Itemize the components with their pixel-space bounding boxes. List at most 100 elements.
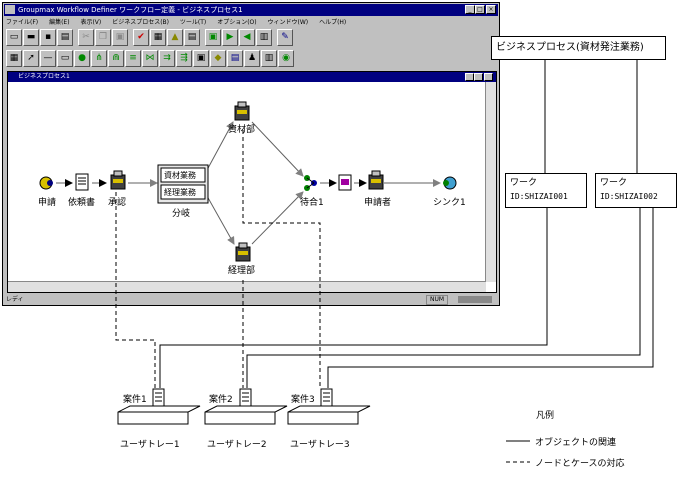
work1-callout: ワーク ID:SHIZAI001 (505, 173, 587, 208)
menu-file[interactable]: ファイル(F) (6, 19, 39, 26)
shinseisha-work-node-icon[interactable] (368, 170, 384, 190)
arrow-keiribu-machiai (251, 191, 304, 245)
arrow-shizaibu-machiai (251, 121, 304, 177)
menu-tools[interactable]: ツール(T) (179, 19, 207, 26)
bunki-branch-box[interactable] (157, 164, 209, 204)
child-window-title: ビジネスプロセス1 (18, 73, 70, 80)
shinsei-node-icon[interactable] (39, 176, 53, 190)
user-tray-shapes (117, 405, 371, 425)
user-tray-1-shape (117, 405, 201, 425)
node-label-iraisho: 依頼書 (68, 198, 96, 208)
report-icon[interactable]: ▤ (184, 29, 200, 46)
cut-icon[interactable]: ✂ (78, 29, 94, 46)
user-tray-3-shape (287, 405, 371, 425)
solid-case3-work2 (327, 208, 654, 388)
branch-node-icon[interactable]: ⋔ (91, 50, 107, 67)
status-indicator-icon (458, 296, 492, 303)
legend-solid-label: オブジェクトの関連 (535, 438, 617, 448)
menu-view[interactable]: 表示(V) (80, 19, 102, 26)
child-maximize-button[interactable] (474, 73, 483, 81)
menu-edit[interactable]: 編集(E) (49, 19, 70, 26)
child-minimize-button[interactable] (465, 73, 474, 81)
case3-document-icon[interactable] (320, 388, 333, 407)
work-node-icon[interactable]: ▣ (193, 50, 209, 67)
minimize-button[interactable]: _ (465, 5, 475, 14)
shonin-work-node-icon[interactable] (110, 170, 126, 190)
sub-route-icon[interactable]: ⇶ (176, 50, 192, 67)
node-label-shinsei: 申請 (38, 198, 57, 208)
pointer-icon[interactable]: ➚ (23, 50, 39, 67)
export-icon[interactable]: ▶ (222, 29, 238, 46)
legend-dashed-label: ノードとケースの対応 (535, 459, 625, 469)
report-document-icon[interactable] (338, 174, 352, 191)
window-title: Groupmax Workflow Definer ワークフロー定義 - ビジネ… (18, 6, 243, 14)
shizaibu-work-node-icon[interactable] (234, 101, 250, 121)
work1-title: ワーク (510, 178, 538, 188)
document-node-icon[interactable]: ▤ (227, 50, 243, 67)
merge-node-icon[interactable]: ⋈ (142, 50, 158, 67)
check-icon[interactable]: ✔ (133, 29, 149, 46)
parallel-node-icon[interactable]: ≡ (125, 50, 141, 67)
solid-case2-work2 (246, 208, 641, 388)
window-title-bar: Groupmax Workflow Definer ワークフロー定義 - ビジネ… (4, 4, 498, 16)
status-bar: レディ NUM (6, 295, 498, 305)
print-icon[interactable]: ▤ (57, 29, 73, 46)
status-ready: レディ (6, 296, 24, 303)
case-label-1: 案件1 (123, 395, 147, 405)
sink-node-icon[interactable]: ◉ (278, 50, 294, 67)
dashed-shizaibu-case3 (242, 130, 321, 388)
tray-label-2: ユーザトレー2 (207, 440, 267, 450)
auto-node-icon[interactable]: ◆ (210, 50, 226, 67)
horizontal-scrollbar[interactable] (8, 281, 486, 292)
menu-help[interactable]: ヘルプ(H) (319, 19, 347, 26)
person-node-icon[interactable]: ♟ (244, 50, 260, 67)
node-label-keiribu: 経理部 (228, 266, 256, 276)
maximize-button[interactable]: □ (475, 5, 485, 14)
user-tray-2-shape (204, 405, 288, 425)
paste-icon[interactable]: ▣ (112, 29, 128, 46)
node-label-bunki: 分岐 (172, 209, 191, 219)
case2-document-icon[interactable] (239, 388, 252, 407)
menu-options[interactable]: オプション(O) (217, 19, 257, 26)
child-close-button[interactable] (484, 73, 493, 81)
legend-title: 凡例 (536, 411, 555, 421)
menu-business-process[interactable]: ビジネスプロセス(B) (112, 19, 169, 26)
toolbar-main: ▭ ▬ ▪ ▤ ✂ ❐ ▣ ✔ ▦ ▲ ▤ ▣ ▶ ◀ ▥ ✎ (6, 28, 496, 48)
keiribu-work-node-icon[interactable] (235, 242, 251, 262)
comment-icon[interactable]: ▭ (57, 50, 73, 67)
menu-window[interactable]: ウィンドウ(W) (267, 19, 309, 26)
app-icon[interactable] (5, 5, 15, 14)
work2-callout: ワーク ID:SHIZAI002 (595, 173, 677, 208)
grid-icon[interactable]: ▦ (6, 50, 22, 67)
node-list-icon[interactable]: ▦ (150, 29, 166, 46)
save-icon[interactable]: ▪ (40, 29, 56, 46)
machiai-join-node-icon[interactable] (304, 175, 317, 191)
arrow-bunki-keiribu (206, 195, 235, 245)
server-node-icon[interactable]: ▥ (261, 50, 277, 67)
node-label-shinseisha: 申請者 (364, 198, 392, 208)
import-icon[interactable]: ◀ (239, 29, 255, 46)
node-label-shonin: 承認 (108, 198, 127, 208)
new-file-icon[interactable]: ▭ (6, 29, 22, 46)
pen-icon[interactable]: ✎ (277, 29, 293, 46)
join-node-icon[interactable]: ⋒ (108, 50, 124, 67)
register-icon[interactable]: ▣ (205, 29, 221, 46)
close-button[interactable]: × (486, 5, 496, 14)
sink-node-icon[interactable] (443, 176, 457, 190)
bunki-item-keiri: 経理業務 (164, 188, 196, 197)
route-node-icon[interactable]: ⇉ (159, 50, 175, 67)
object-relation-links (159, 60, 654, 388)
warning-icon[interactable]: ▲ (167, 29, 183, 46)
process-arrows (56, 121, 441, 245)
node-label-shizaibu: 資材部 (228, 125, 256, 135)
line-icon[interactable]: — (40, 50, 56, 67)
iraisho-document-icon[interactable] (75, 173, 89, 191)
copy-icon[interactable]: ❐ (95, 29, 111, 46)
source-node-icon[interactable]: ● (74, 50, 90, 67)
version-icon[interactable]: ▥ (256, 29, 272, 46)
case1-document-icon[interactable] (152, 388, 165, 407)
node-case-dashed-links (115, 130, 321, 388)
open-folder-icon[interactable]: ▬ (23, 29, 39, 46)
vertical-scrollbar[interactable] (485, 82, 496, 282)
